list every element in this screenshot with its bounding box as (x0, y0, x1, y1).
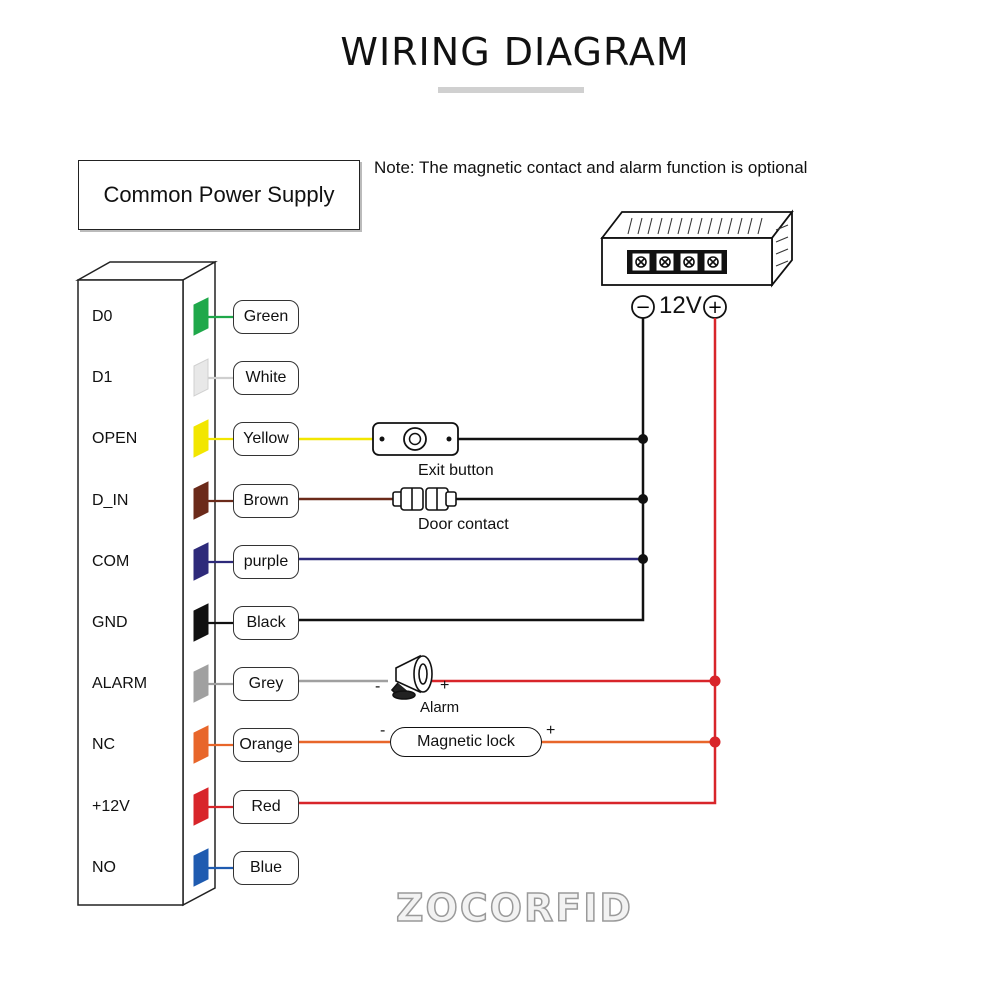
wire-connector-block (193, 481, 209, 520)
pin-label: NO (92, 859, 116, 876)
pin-label: D0 (92, 308, 113, 325)
optional-note: Note: The magnetic contact and alarm fun… (374, 158, 808, 177)
pin-label: COM (92, 553, 130, 570)
wire-color-label: Blue (233, 851, 299, 885)
junction-dot (638, 494, 648, 504)
pin-label: ALARM (92, 675, 148, 692)
pin-label: +12V (92, 798, 130, 815)
power-supply-unit (600, 209, 794, 288)
pin-label: OPEN (92, 430, 138, 447)
wire-connector-block (193, 664, 209, 703)
pin-label: D_IN (92, 492, 129, 509)
psu-minus-sign: − (635, 297, 650, 318)
junction-dot (638, 554, 648, 564)
negative-bus (299, 318, 645, 622)
exit-button-icon (372, 422, 459, 456)
wire-color-label: Orange (233, 728, 299, 762)
alarm-minus-sign: - (375, 678, 381, 695)
positive-bus (299, 318, 717, 805)
door-contact-icon (392, 487, 457, 511)
wire-connector-block (193, 603, 209, 642)
wire-connector-block (193, 358, 209, 397)
diagram-title: WIRING DIAGRAM (340, 30, 690, 74)
wire-color-label: White (233, 361, 299, 395)
wire-color-label: Grey (233, 667, 299, 701)
exit-button-label: Exit button (418, 462, 494, 479)
wire-color-label: purple (233, 545, 299, 579)
wire-connector-block (193, 787, 209, 826)
wire-color-label: Yellow (233, 422, 299, 456)
door-contact-label: Door contact (418, 516, 509, 533)
wire-connector-block (193, 419, 209, 458)
wire-connector-block (193, 725, 209, 764)
junction-dot (709, 675, 721, 687)
wire-color-label: Black (233, 606, 299, 640)
pin-label: NC (92, 736, 116, 753)
wire-color-label: Red (233, 790, 299, 824)
title-underline (438, 87, 584, 93)
wire-connector-block (193, 848, 209, 887)
controller-front-face (77, 279, 184, 906)
wire-color-label: Brown (233, 484, 299, 518)
wire-connector-block (193, 542, 209, 581)
lock-plus-sign: + (546, 722, 556, 739)
brand-watermark: ZOCORFID (395, 885, 633, 931)
wire-color-label: Green (233, 300, 299, 334)
wire-connector-block (193, 297, 209, 336)
pin-label: GND (92, 614, 128, 631)
alarm-label: Alarm (420, 699, 460, 716)
supply-label-box: Common Power Supply (78, 160, 360, 230)
lock-minus-sign: - (380, 722, 386, 739)
supply-label: Common Power Supply (103, 182, 335, 207)
psu-voltage-label: 12V (659, 292, 702, 319)
magnetic-lock: Magnetic lock (390, 727, 542, 757)
alarm-plus-sign: + (440, 677, 450, 694)
junction-dot (709, 736, 721, 748)
pin-label: D1 (92, 369, 113, 386)
alarm-siren-icon (390, 654, 433, 700)
psu-plus-sign: + (707, 297, 722, 318)
junction-dot (638, 434, 648, 444)
magnetic-lock-label: Magnetic lock (417, 733, 515, 750)
